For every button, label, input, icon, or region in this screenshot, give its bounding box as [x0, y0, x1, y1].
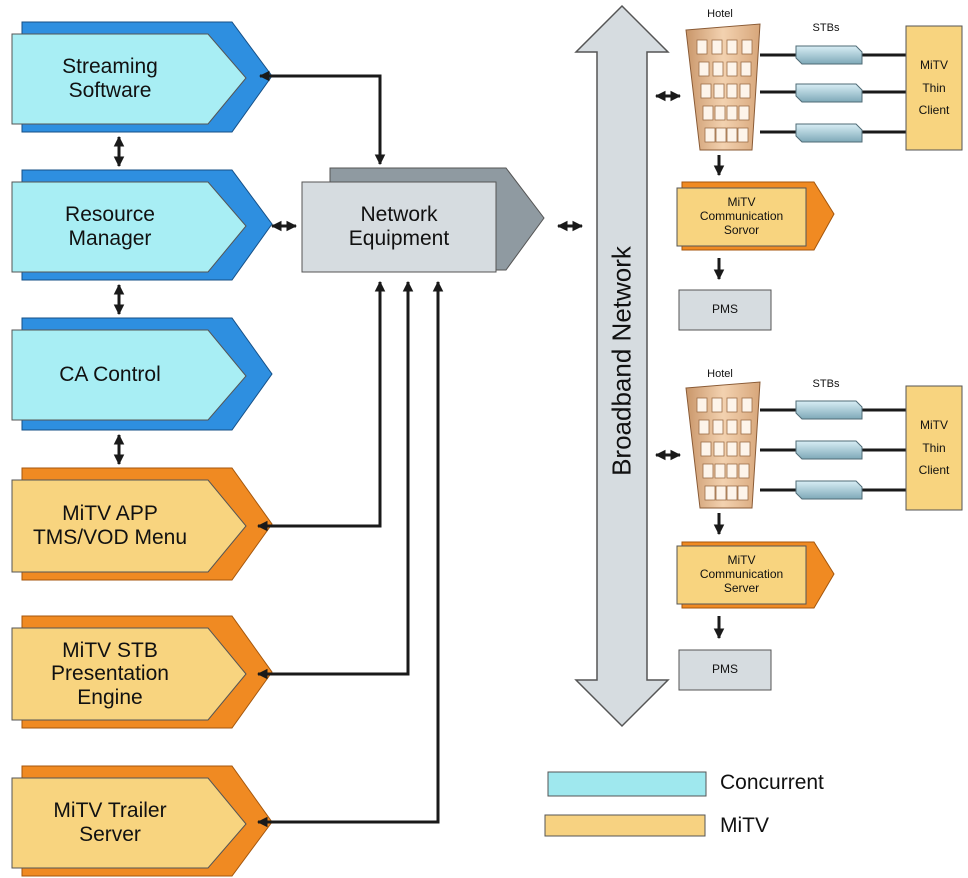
stbs-label: STBs	[812, 21, 840, 34]
communication-server-box	[676, 181, 835, 251]
hotel-building-icon	[685, 381, 761, 509]
hotel-site-2	[676, 381, 963, 691]
pms-label: PMS	[711, 662, 738, 677]
stb-device-icon	[795, 45, 863, 143]
connector-mitv-app-equipment	[256, 280, 386, 532]
legend-swatch-mitv	[544, 814, 706, 837]
ca-control-box	[11, 317, 273, 431]
legend-swatch-concurrent	[547, 771, 707, 797]
stbs-label: STBs	[812, 377, 840, 390]
broadband-network-arrow	[574, 4, 670, 728]
connector-stb-engine-equipment	[256, 280, 414, 680]
resource-manager-box	[11, 169, 273, 281]
pms-box	[678, 289, 772, 331]
network-equipment-box	[301, 167, 545, 273]
streaming-software-box	[11, 21, 273, 133]
legend-label-concurrent: Concurrent	[720, 771, 824, 794]
connector-streaming-equipment	[258, 70, 386, 166]
hotel-building-icon	[685, 23, 761, 151]
hotel-label: Hotel	[707, 367, 733, 380]
pms-box	[678, 649, 772, 691]
connector-trailer-equipment	[256, 280, 444, 828]
mitv-app-box	[11, 467, 273, 581]
thin-client-box	[905, 385, 963, 511]
mitv-stb-presentation-engine-box	[11, 615, 273, 729]
communication-server-box	[676, 541, 835, 609]
mitv-trailer-server-box	[11, 765, 273, 877]
ca-control-label: CA Control	[59, 363, 161, 387]
hotel-site-1	[676, 23, 963, 331]
legend-label-mitv: MiTV	[720, 814, 769, 837]
pms-label: PMS	[711, 302, 738, 317]
stb-device-icon	[795, 400, 863, 500]
hotel-label: Hotel	[707, 7, 733, 20]
thin-client-box	[905, 25, 963, 151]
